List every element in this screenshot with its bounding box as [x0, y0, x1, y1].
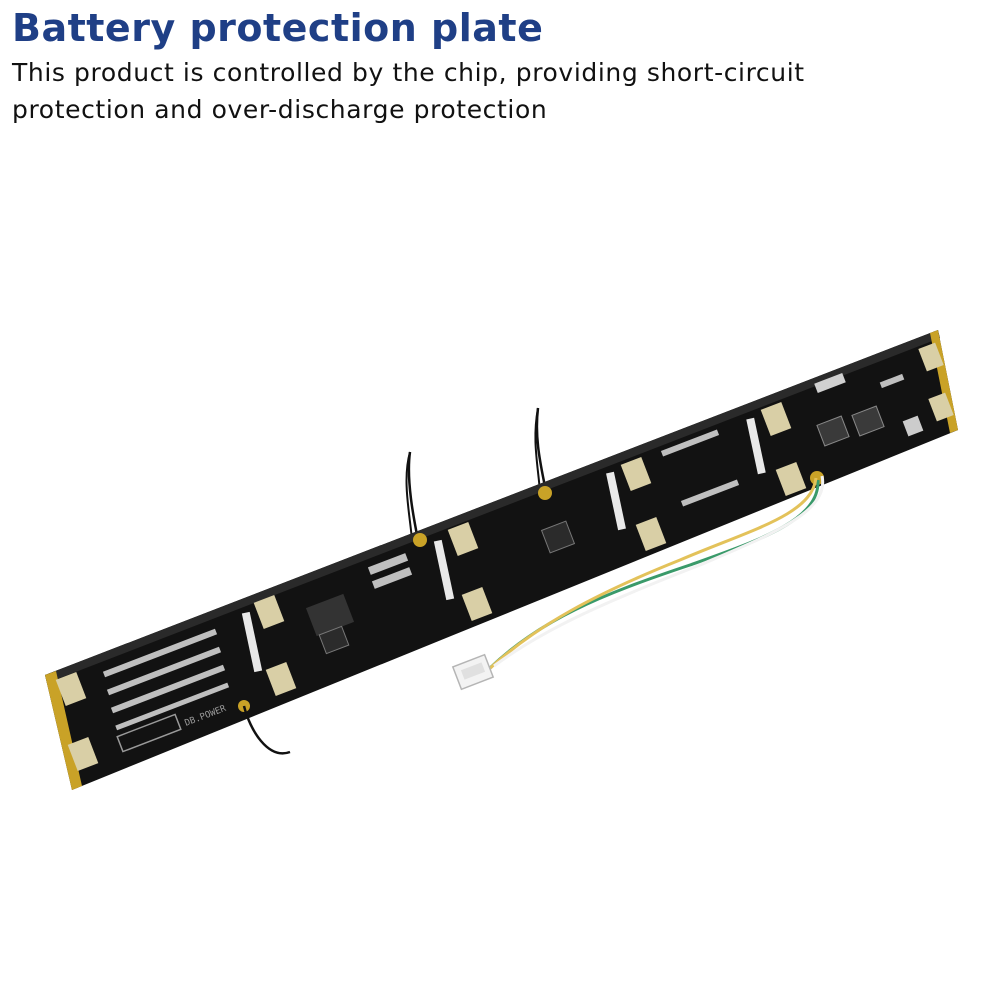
solder-pad	[55, 671, 87, 707]
solder-pad	[775, 461, 807, 497]
thermistor-wire	[534, 407, 541, 493]
wire-yellow	[484, 477, 818, 674]
solder-pad	[253, 594, 285, 630]
page-title: Battery protection plate	[12, 6, 544, 50]
smd-components	[102, 372, 924, 731]
pcb-board	[45, 330, 958, 790]
solder-pad	[620, 456, 652, 492]
marking-box	[116, 713, 182, 753]
wire-white	[493, 475, 825, 668]
solder-pad	[760, 401, 792, 437]
gold-edge-left	[45, 671, 82, 790]
solder-pad	[918, 342, 944, 372]
solder-pads	[55, 342, 954, 772]
separator-strips	[241, 417, 766, 673]
page-subtitle: This product is controlled by the chip, …	[12, 58, 805, 124]
solder-pad	[461, 586, 493, 622]
thermistor-wire	[405, 451, 413, 541]
thermistor-wire	[242, 705, 291, 755]
solder-pad	[265, 661, 297, 697]
pcb-edge-highlight	[45, 330, 940, 683]
solder-pad	[67, 736, 99, 772]
jst-connector	[451, 653, 495, 691]
solder-pad	[635, 516, 667, 552]
solder-pad	[447, 521, 479, 557]
solder-pad	[928, 392, 954, 422]
